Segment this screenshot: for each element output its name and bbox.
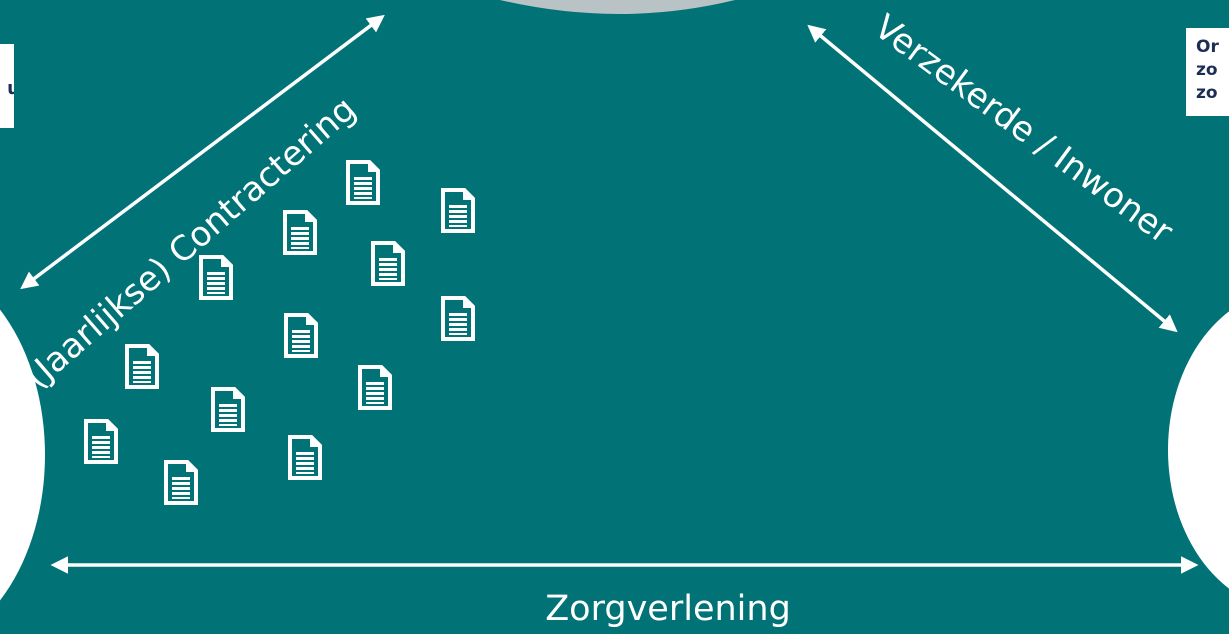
document-icon	[164, 460, 198, 505]
document-icon	[84, 419, 118, 464]
right-node	[1168, 311, 1229, 589]
document-icon	[284, 313, 318, 358]
left-info-box: u	[0, 44, 14, 128]
left-node	[0, 309, 45, 601]
right-info-box: Or zo zo	[1186, 28, 1229, 116]
contracting-arrow[interactable]	[20, 14, 385, 290]
insured-arrow[interactable]	[807, 24, 1178, 333]
document-icon	[125, 344, 159, 389]
insured-label-text: Verzekerde / Inwoner	[867, 7, 1180, 252]
left-info-box-text: u	[7, 78, 14, 99]
document-icon	[283, 210, 317, 255]
document-icon	[346, 160, 380, 205]
document-icon	[199, 255, 233, 300]
top-shape	[500, 0, 735, 14]
right-info-box-text: Or zo zo	[1196, 37, 1219, 103]
document-icon	[288, 435, 322, 480]
insured-label: Verzekerde / Inwoner	[867, 7, 1180, 252]
document-icon	[211, 387, 245, 432]
care-label: Zorgverlening	[545, 589, 791, 629]
document-icon	[371, 241, 405, 286]
document-icon	[358, 365, 392, 410]
document-icon	[441, 188, 475, 233]
document-icon	[441, 296, 475, 341]
